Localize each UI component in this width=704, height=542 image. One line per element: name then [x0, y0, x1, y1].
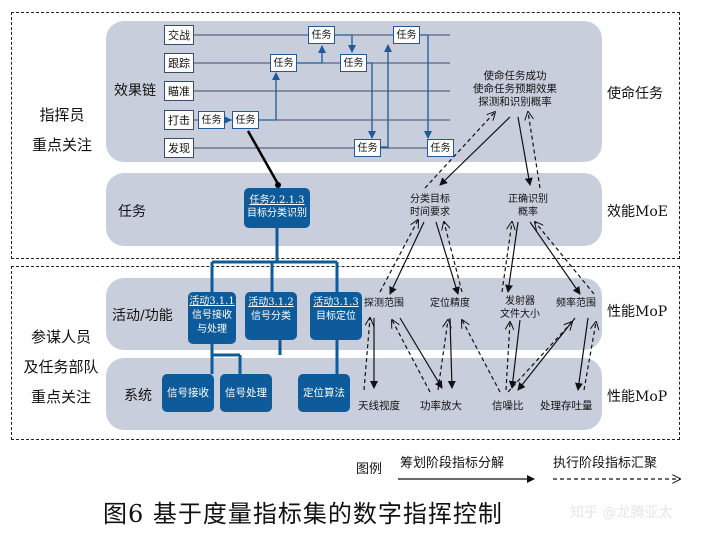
chain-row-engage: 交战 — [164, 25, 194, 45]
chain-row-target: 瞄准 — [164, 81, 194, 101]
staff-label: 参谋人员 及任务部队 重点关注 — [18, 322, 104, 412]
sys-metric-snr: 信噪比 — [492, 400, 524, 412]
chain-task-engage-1: 任务 — [308, 26, 335, 44]
staff-line-3: 重点关注 — [30, 388, 91, 406]
task-node-title: 目标分类识别 — [247, 208, 307, 219]
mop-system-level-label: 性能MoP — [607, 389, 668, 405]
mop-emitter-line-2: 文件大小 — [500, 309, 540, 320]
sys-metric-power-amp: 功率放大 — [420, 400, 462, 412]
commander-line-1: 指挥员 — [39, 106, 85, 124]
task-node-classification[interactable]: 任务2.2.1.3 目标分类识别 — [244, 188, 310, 228]
staff-line-1: 参谋人员 — [30, 328, 91, 346]
mop-metric-emitter-file-size: 发射器 文件大小 — [496, 295, 544, 321]
activity-node-3-1-2[interactable]: 活动3.1.2 信号分类 — [245, 292, 297, 340]
activity-3-1-1-line-2: 与处理 — [197, 324, 227, 335]
commander-line-2: 重点关注 — [31, 136, 92, 154]
system-node-locate-algorithm[interactable]: 定位算法 — [298, 374, 350, 412]
sys-metric-antenna: 天线视度 — [358, 400, 400, 412]
staff-line-2: 及任务部队 — [23, 358, 99, 376]
activity-3-1-3-title: 活动3.1.3 — [313, 297, 359, 308]
system-band-label: 系统 — [124, 388, 152, 404]
mop-emitter-line-1: 发射器 — [505, 296, 535, 307]
mission-level-label: 使命任务 — [607, 86, 663, 102]
task-node-id: 任务2.2.1.3 — [249, 195, 305, 206]
chain-task-track-2: 任务 — [340, 54, 367, 72]
chain-task-find-2: 任务 — [427, 139, 454, 157]
mission-metric-success: 使命任务成功 — [483, 70, 547, 82]
moe-metric-classify-time: 分类目标 时间要求 — [404, 193, 456, 219]
activity-3-1-3-line-1: 目标定位 — [316, 311, 356, 322]
task-band — [106, 173, 602, 246]
mission-metric-effect: 使命任务预期效果 — [473, 83, 557, 95]
figure-caption: 图6 基于度量指标集的数字指挥控制 — [103, 500, 503, 528]
chain-task-track-1: 任务 — [270, 54, 297, 72]
chain-task-find-1: 任务 — [354, 139, 381, 157]
mop-metric-frequency-range: 频率范围 — [556, 298, 596, 309]
moe-recognize-line-2: 概率 — [518, 207, 538, 218]
mission-metric-probability: 探测和识别概率 — [478, 96, 552, 108]
activity-node-3-1-3[interactable]: 活动3.1.3 目标定位 — [310, 292, 362, 340]
legend-solid-label: 筹划阶段指标分解 — [400, 456, 505, 471]
chain-row-find: 发现 — [164, 138, 194, 158]
staff-region — [11, 266, 680, 440]
moe-classify-line-1: 分类目标 — [410, 194, 450, 205]
system-node-signal-receive[interactable]: 信号接收 — [162, 374, 214, 412]
effect-chain-label: 效果链 — [114, 83, 156, 99]
system-node-signal-process[interactable]: 信号处理 — [220, 374, 272, 412]
moe-level-label: 效能MoE — [607, 204, 668, 220]
activity-node-3-1-1[interactable]: 活动3.1.1 信号接收 与处理 — [188, 292, 236, 344]
commander-label: 指挥员 重点关注 — [22, 100, 102, 160]
moe-recognize-line-1: 正确识别 — [508, 194, 548, 205]
mop-activity-level-label: 性能MoP — [607, 304, 668, 320]
chain-row-track: 跟踪 — [164, 53, 194, 73]
legend-title: 图例 — [356, 462, 383, 477]
mop-metric-locate-accuracy: 定位精度 — [430, 298, 470, 309]
watermark: 知乎 @龙腾亚太 — [570, 505, 673, 521]
mission-metrics: 使命任务成功 使命任务预期效果 探测和识别概率 — [460, 70, 570, 109]
activity-3-1-2-line-1: 信号分类 — [251, 311, 291, 322]
task-band-label: 任务 — [118, 204, 146, 220]
moe-classify-line-2: 时间要求 — [410, 207, 450, 218]
mop-metric-detect-range: 探测范围 — [364, 298, 404, 309]
chain-row-strike: 打击 — [164, 110, 194, 130]
activity-band-label: 活动/功能 — [112, 308, 173, 324]
sys-metric-throughput: 处理存吐量 — [540, 400, 593, 412]
activity-3-1-1-title: 活动3.1.1 — [189, 296, 235, 307]
chain-task-strike-1: 任务 — [198, 111, 225, 129]
legend-dashed-label: 执行阶段指标汇聚 — [553, 456, 658, 471]
chain-task-strike-2: 任务 — [232, 111, 259, 129]
activity-3-1-2-title: 活动3.1.2 — [248, 297, 294, 308]
commander-region — [11, 12, 680, 259]
moe-metric-recognition-prob: 正确识别 概率 — [502, 193, 554, 219]
activity-3-1-1-line-1: 信号接收 — [192, 310, 232, 321]
chain-task-engage-2: 任务 — [393, 26, 420, 44]
